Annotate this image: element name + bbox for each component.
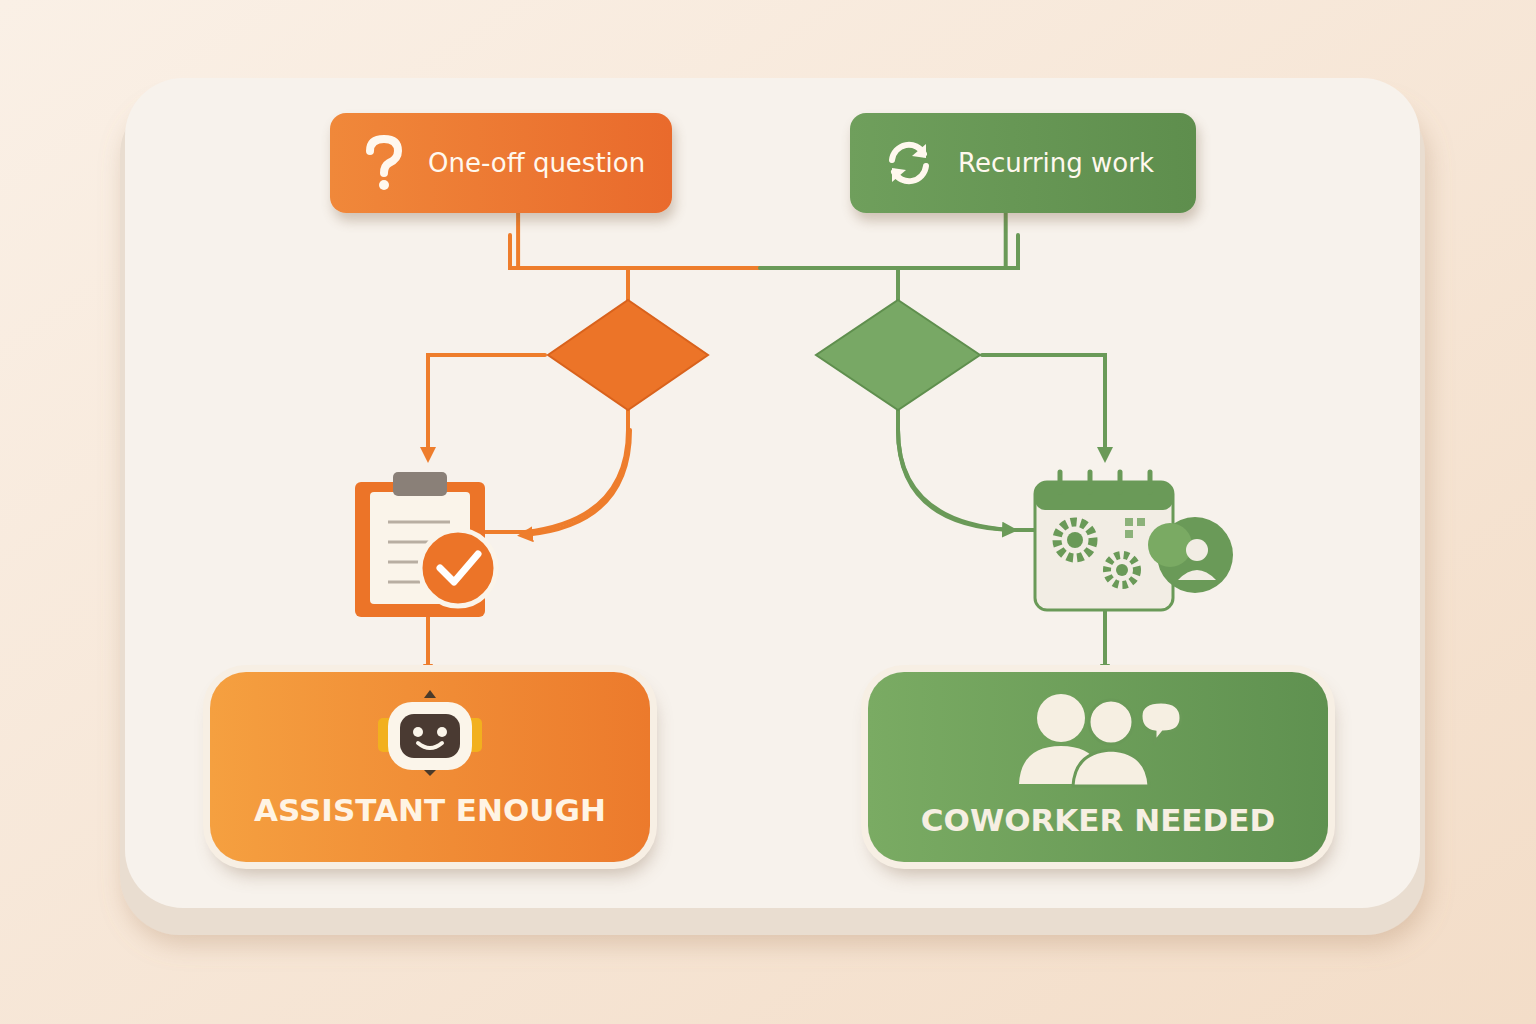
start-box: One-off question	[330, 113, 672, 213]
branch-line	[428, 355, 545, 455]
branch-line	[898, 430, 1010, 530]
start-box: Recurring work	[850, 113, 1196, 213]
bus-line	[510, 235, 760, 268]
clipboard-icon	[355, 472, 496, 617]
bus-line	[626, 268, 630, 300]
start-icon	[882, 136, 936, 194]
branch-line	[525, 430, 630, 535]
outcome-icon	[1003, 688, 1193, 792]
decision-diamond	[548, 300, 708, 410]
outcome-box: COWORKER NEEDED	[868, 672, 1328, 862]
outcome-label: ASSISTANT ENOUGH	[254, 792, 606, 828]
bus-line	[760, 235, 1018, 268]
outcome-label: COWORKER NEEDED	[921, 802, 1275, 838]
box-label: Recurring work	[958, 148, 1154, 178]
calendar-gear-icon	[1035, 472, 1233, 610]
decision-diamond	[816, 300, 980, 410]
outcome-icon	[350, 688, 510, 782]
branch-line	[982, 355, 1105, 455]
start-icon	[362, 135, 406, 195]
bus-line	[896, 268, 900, 300]
box-label: One-off question	[428, 148, 645, 178]
outcome-box: ASSISTANT ENOUGH	[210, 672, 650, 862]
